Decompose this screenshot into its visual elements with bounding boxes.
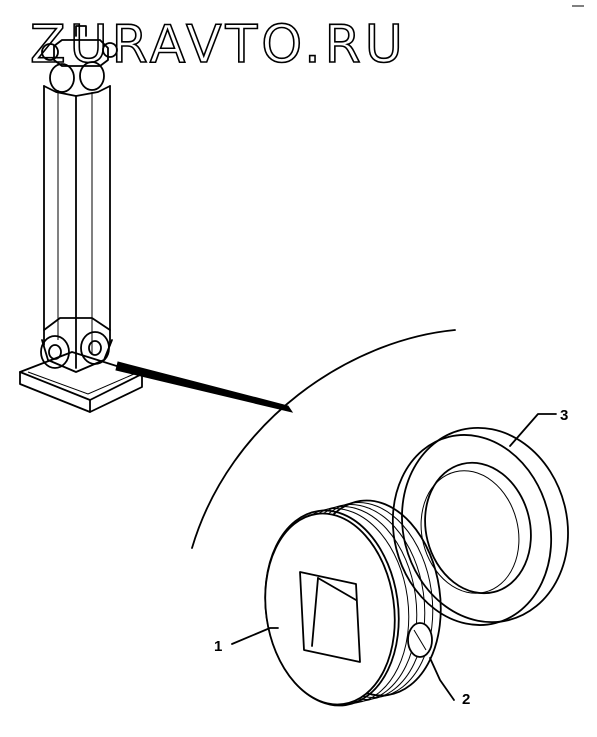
callout-3-leader [509, 413, 557, 447]
column-assembly [19, 25, 143, 413]
callout-1-label: 1 [214, 638, 222, 655]
callout-1-leader [231, 627, 279, 645]
magnifier-arc [191, 329, 456, 549]
callout-2-leader [429, 657, 455, 701]
small-pin [407, 622, 433, 658]
ring-seal [391, 426, 569, 626]
magnifier-leader [115, 361, 294, 413]
threaded-plug [264, 499, 442, 707]
callout-3-label: 3 [560, 407, 568, 424]
callout-2-label: 2 [462, 691, 470, 708]
